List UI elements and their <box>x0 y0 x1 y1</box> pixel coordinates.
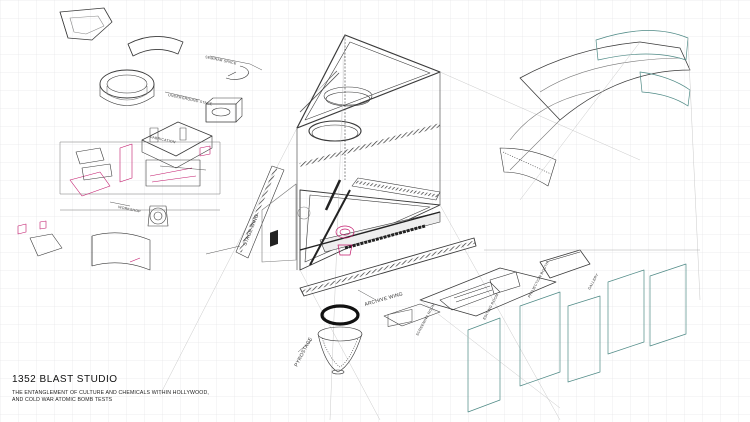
floor-trusses <box>297 177 441 266</box>
subtitle-line-1: THE ENTANGLEMENT OF CULTURE AND CHEMICAL… <box>12 390 209 396</box>
stage-wing <box>235 165 297 263</box>
archive-wing <box>299 211 477 297</box>
seminar-space <box>59 7 251 65</box>
label-workshop: WORKSHOP <box>118 205 142 214</box>
label-fabrication: FABRICATION <box>150 135 176 144</box>
canopy-roof <box>499 30 701 301</box>
leader-lines <box>109 63 377 353</box>
workshop-area <box>17 209 220 271</box>
central-tower <box>159 34 641 421</box>
label-seminar-space: SEMINAR SPACE <box>205 55 237 66</box>
underground-stage <box>99 65 249 123</box>
fabrication-area <box>59 121 221 227</box>
studio-subtitle: THE ENTANGLEMENT OF CULTURE AND CHEMICAL… <box>12 390 209 404</box>
accent-elements <box>335 225 355 256</box>
title-block: 1352 BLAST STUDIO THE ENTANGLEMENT OF CU… <box>12 374 209 404</box>
subtitle-line-2: AND COLD WAR ATOMIC BOMB TESTS <box>12 397 113 403</box>
pyrostage <box>317 304 363 375</box>
studio-title: 1352 BLAST STUDIO <box>12 374 118 385</box>
screening-panels <box>383 249 700 413</box>
